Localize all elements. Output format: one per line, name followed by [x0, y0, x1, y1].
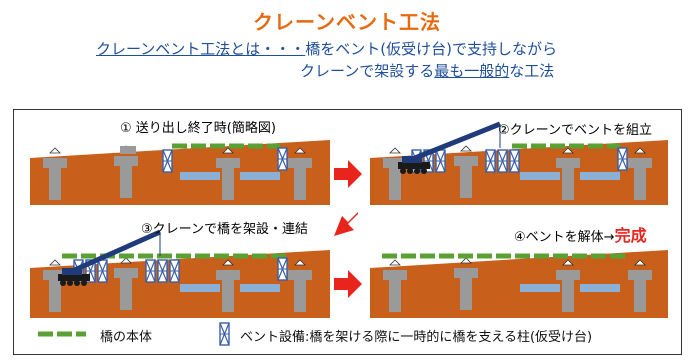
panel-3-scene [30, 229, 330, 318]
step-4-label: ④ベントを解体→完成 [514, 222, 647, 246]
legend-bent-swatch [219, 322, 230, 346]
subtitle-line2-post: な工法 [509, 62, 555, 80]
diagram-frame [13, 109, 682, 355]
step-4-text: ④ベントを解体→ [514, 230, 615, 245]
step-4-complete: 完成 [614, 226, 647, 245]
arrow-right-top [334, 160, 362, 188]
subtitle-line-1: クレーンベント工法とは・・・橋をベント(仮受け台)で支持しながら [96, 38, 557, 59]
arrow-down-left [334, 212, 358, 236]
panel-1-scene [30, 140, 330, 205]
panel-2-scene [370, 121, 668, 205]
step-1-label: ① 送り出し終了時(簡略図) [120, 121, 276, 136]
subtitle-line2-pre: クレーンで架設する [300, 62, 435, 80]
subtitle-line-2: クレーンで架設する最も一般的な工法 [300, 60, 554, 81]
subtitle-definition-rest: 橋をベント(仮受け台)で支持しながら [305, 40, 557, 58]
arrow-right-bottom [334, 270, 362, 298]
legend-bent-label: ベント設備:橋を架ける際に一時的に橋を支える柱(仮受け台) [240, 330, 593, 345]
step-2-label: ②クレーンでベントを組立 [498, 123, 653, 138]
subtitle-emphasis: 最も一般的 [434, 62, 510, 80]
page-title: クレーンベント工法 [253, 10, 441, 34]
panel-4-scene [370, 250, 668, 318]
step-3-label: ③クレーンで橋を架設・連結 [141, 222, 309, 237]
subtitle-definition-lead: クレーンベント工法とは・・・ [96, 40, 306, 58]
legend-girder-label: 橋の本体 [100, 330, 153, 345]
